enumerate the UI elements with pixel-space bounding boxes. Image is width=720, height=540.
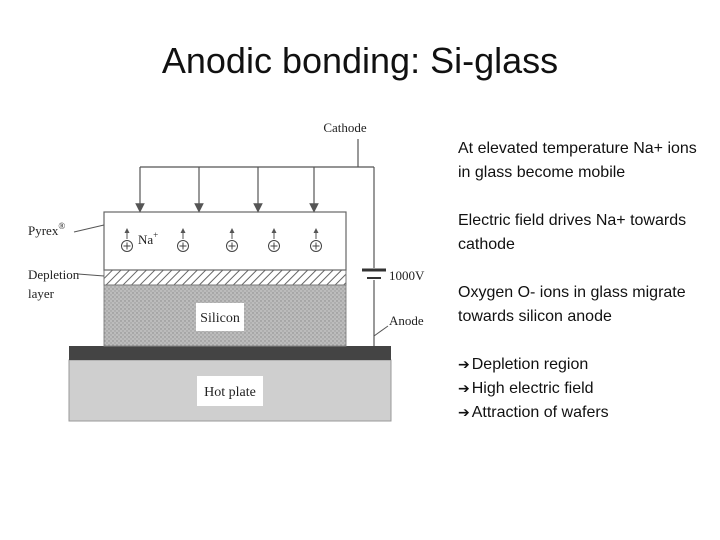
hot-plate-label-box bbox=[197, 376, 263, 406]
ion-icon bbox=[310, 228, 322, 252]
silicon-label-box bbox=[196, 303, 244, 331]
depletion-label-line1: Depletion bbox=[28, 267, 80, 282]
right-arrow-icon: ➔ bbox=[458, 381, 470, 397]
right-arrow-icon: ➔ bbox=[458, 357, 470, 373]
ion-icon bbox=[268, 228, 280, 252]
depletion-layer bbox=[103, 269, 347, 286]
arrow-item: ➔High electric field bbox=[458, 377, 708, 401]
anode-pointer bbox=[373, 325, 389, 337]
pyrex-glass bbox=[103, 211, 347, 271]
arrow-item-label: High electric field bbox=[471, 380, 594, 397]
pyrex-label: Pyrex® bbox=[28, 221, 65, 238]
right-arrow-icon: ➔ bbox=[458, 405, 470, 421]
cathode-label: Cathode bbox=[323, 120, 367, 135]
silicon-label: Silicon bbox=[200, 311, 240, 326]
voltage-label: 1000V bbox=[389, 268, 425, 283]
hot-plate-label: Hot plate bbox=[204, 385, 256, 400]
ion-icon bbox=[177, 228, 189, 252]
arrow-item: ➔Depletion region bbox=[458, 353, 708, 377]
depletion-label-line2: layer bbox=[28, 286, 55, 301]
bullet-list: At elevated temperature Na+ ions in glas… bbox=[458, 137, 708, 425]
arrow-item-label: Attraction of wafers bbox=[471, 404, 609, 421]
anode-label: Anode bbox=[389, 313, 424, 328]
depletion-pointer bbox=[77, 273, 105, 277]
arrow-item: ➔Attraction of wafers bbox=[458, 401, 708, 425]
arrow-item-label: Depletion region bbox=[471, 356, 589, 373]
bullet-paragraph: Oxygen O- ions in glass migrate towards … bbox=[458, 284, 686, 325]
ion-icon bbox=[226, 228, 238, 252]
ion-group: Na+ bbox=[121, 228, 322, 252]
anode-plate bbox=[69, 346, 391, 360]
pyrex-pointer bbox=[73, 224, 105, 233]
arrow-list: ➔Depletion region ➔High electric field ➔… bbox=[458, 353, 708, 425]
bullet-paragraph: Electric field drives Na+ towards cathod… bbox=[458, 212, 687, 253]
ion-icon bbox=[121, 228, 133, 252]
slide-title: Anodic bonding: Si-glass bbox=[161, 40, 559, 81]
ion-label: Na+ bbox=[138, 230, 158, 247]
bullet-paragraph: At elevated temperature Na+ ions in glas… bbox=[458, 140, 697, 181]
